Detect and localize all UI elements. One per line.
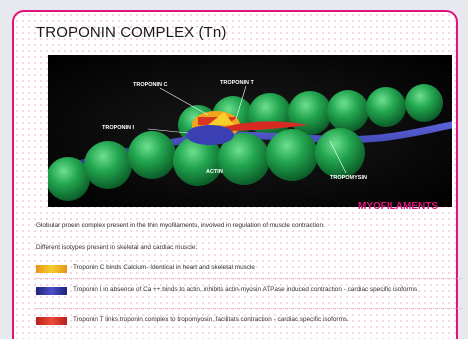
legend-text-troponin-t: Troponin T links troponin complex to tro… (73, 316, 463, 324)
label-actin: ACTIN (206, 169, 223, 175)
label-troponin-i: TROPONIN I (102, 125, 135, 131)
divider (36, 278, 462, 279)
troponin-i-shape (186, 125, 234, 145)
legend-text-troponin-c: Troponin C binds Calcium- Identical in h… (73, 264, 463, 272)
page-title: TROPONIN COMPLEX (Tn) (36, 24, 226, 41)
troponin-diagram: TROPONIN C TROPONIN T TROPONIN I ACTIN T… (48, 55, 452, 207)
legend-text-troponin-i: Troponin I in absence of Ca ++ binds to … (73, 286, 463, 294)
divider (36, 308, 462, 309)
description-text: Globular proein complex present in the t… (36, 222, 325, 229)
legend-item-troponin-c: Troponin C binds Calcium- Identical in h… (36, 264, 463, 273)
section-label: MYOFILAMENTS (358, 201, 438, 212)
legend-item-troponin-i: Troponin I in absence of Ca ++ binds to … (36, 286, 463, 295)
legend-swatch-troponin-t (36, 317, 67, 325)
label-tropomysin: TROPOMYSIN (330, 175, 367, 181)
content-card: TROPONIN COMPLEX (Tn) (12, 10, 458, 339)
label-troponin-t: TROPONIN T (220, 80, 255, 86)
legend-item-troponin-t: Troponin T links troponin complex to tro… (36, 316, 463, 325)
label-troponin-c: TROPONIN C (133, 82, 168, 88)
isotypes-text: Different isotypes present in skeletal a… (36, 244, 197, 251)
legend-swatch-troponin-i (36, 287, 67, 295)
legend-swatch-troponin-c (36, 265, 67, 273)
